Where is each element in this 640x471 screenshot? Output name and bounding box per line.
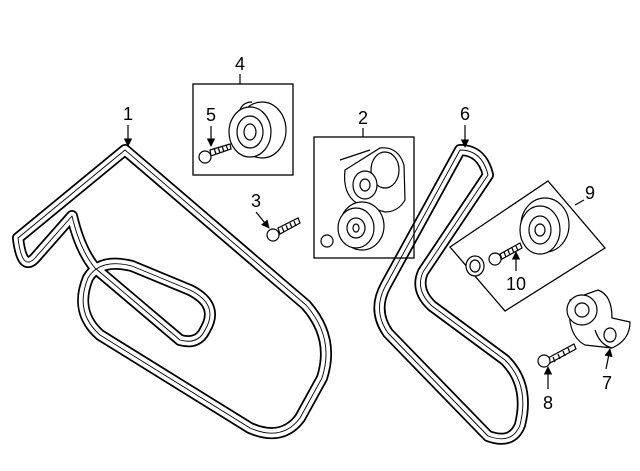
box-part-2 xyxy=(313,136,415,259)
serpentine-belt-part-6 xyxy=(373,144,529,445)
box-part-4 xyxy=(192,83,294,176)
bolt-part-8 xyxy=(537,343,577,368)
idler-pulley-part-9 xyxy=(465,197,570,277)
tensioner-part-7 xyxy=(566,289,631,349)
callout-1: 1 xyxy=(123,104,133,124)
belt-tensioner-part-2 xyxy=(320,147,406,251)
bolt-part-10 xyxy=(488,242,523,266)
callout-2: 2 xyxy=(358,108,368,128)
bolt-part-3 xyxy=(266,217,301,242)
serpentine-belt-part-1 xyxy=(12,144,333,440)
bolt-part-5 xyxy=(198,143,232,164)
callout-4: 4 xyxy=(235,54,245,74)
callout-8: 8 xyxy=(543,393,553,413)
callout-leaders xyxy=(123,74,613,389)
idler-pulley-part-4 xyxy=(228,101,287,159)
callout-7: 7 xyxy=(602,373,612,393)
callout-10: 10 xyxy=(506,274,526,294)
box-part-9 xyxy=(449,180,606,312)
callout-6: 6 xyxy=(460,104,470,124)
callout-3: 3 xyxy=(251,191,261,211)
callout-9: 9 xyxy=(585,183,595,203)
callout-5: 5 xyxy=(206,105,216,125)
